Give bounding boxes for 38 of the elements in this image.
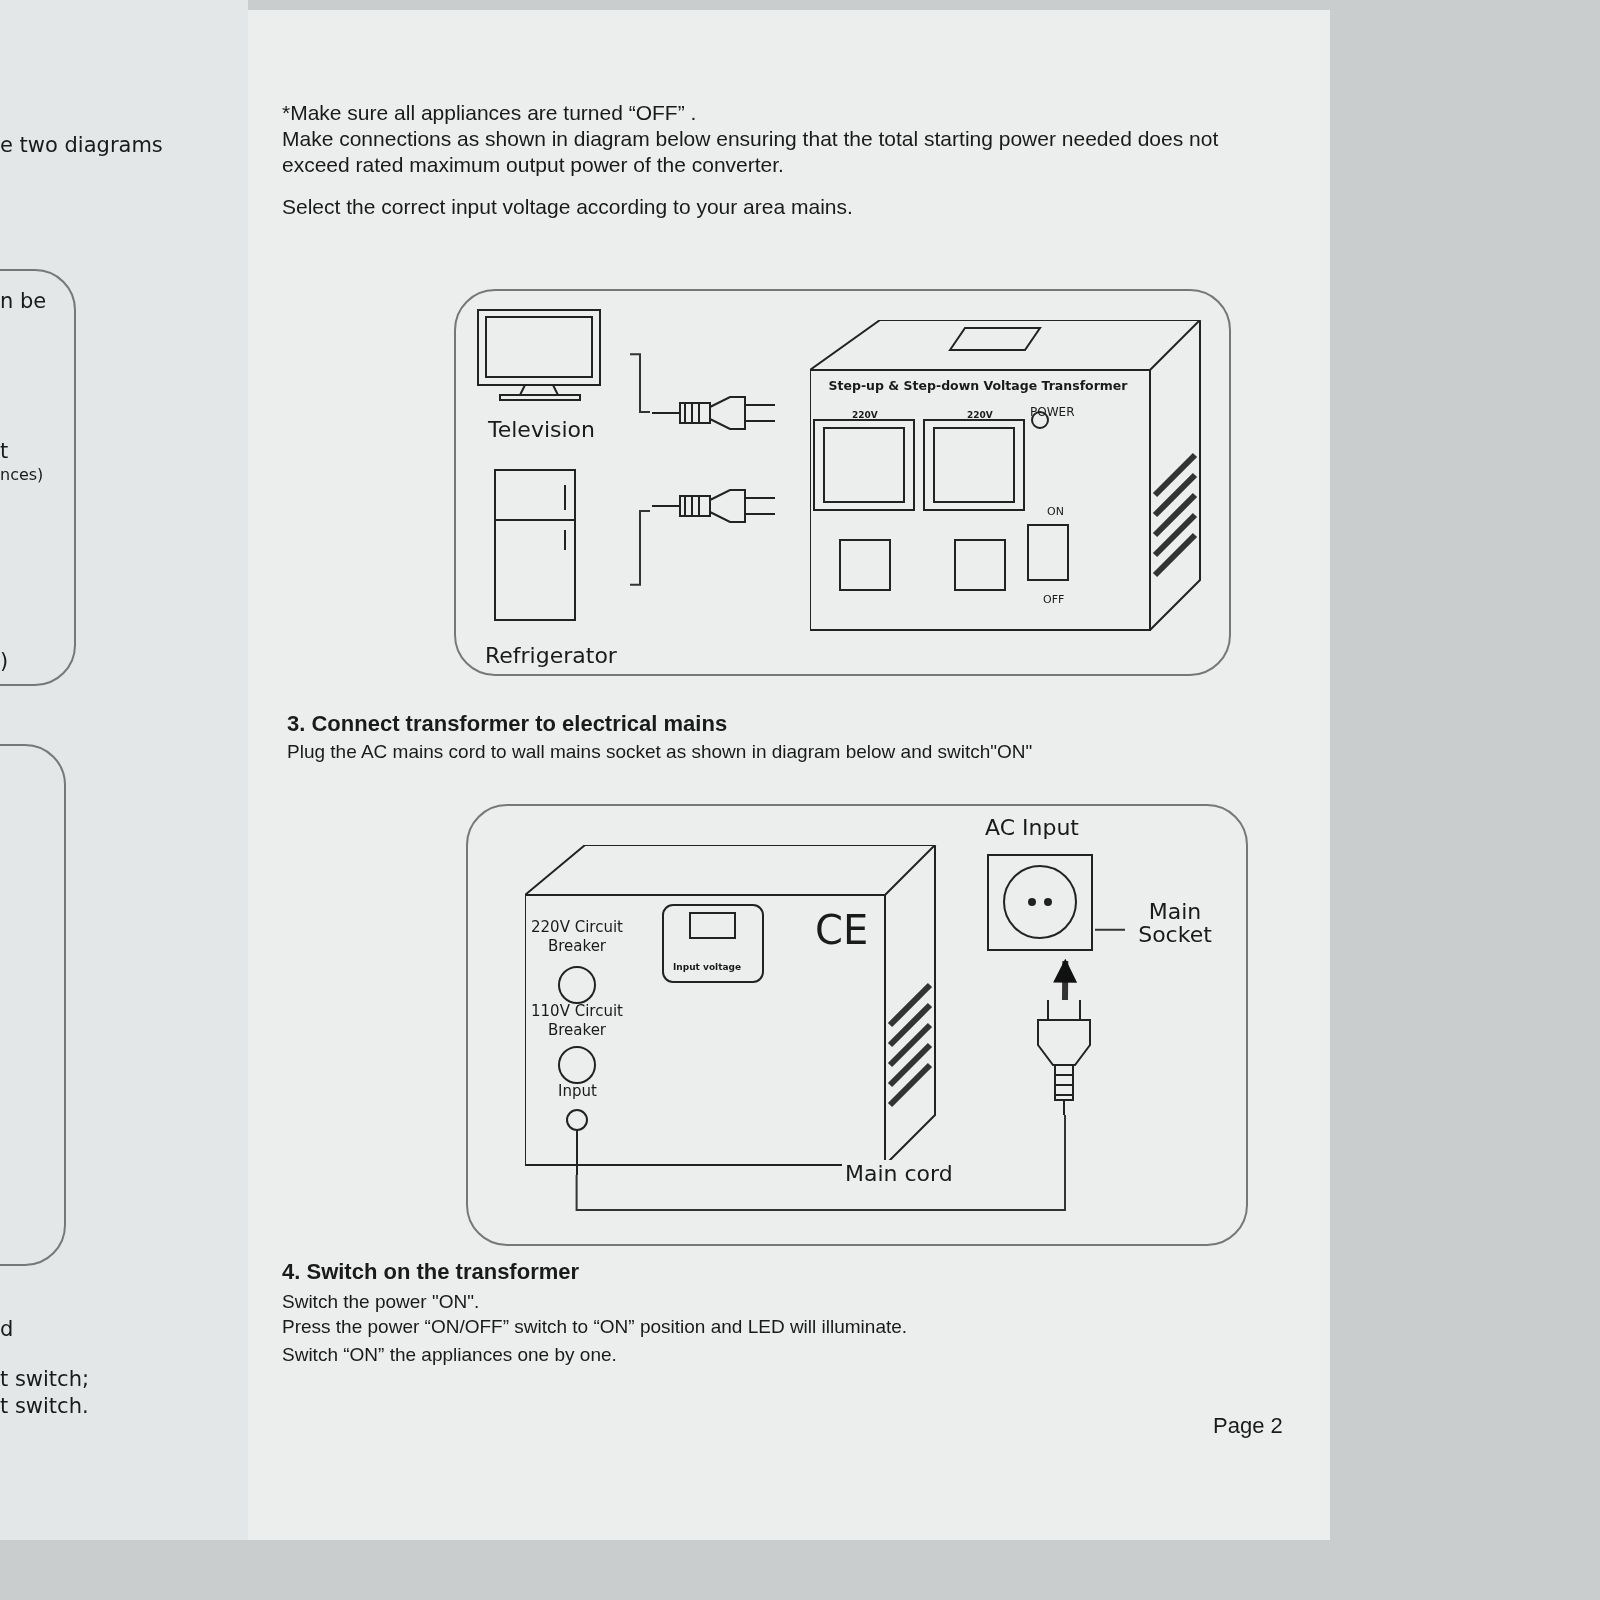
instruction-text: Switch the power "ON". — [282, 1290, 480, 1314]
switch-label: ON — [1047, 505, 1064, 519]
device-title: Step-up & Step-down Voltage Transformer — [827, 378, 1129, 393]
certification-mark: CE — [815, 906, 869, 955]
instruction-text: Select the correct input voltage according to your area mains. — [282, 194, 853, 220]
instruction-text: *Make sure all appliances are turned “OFF” . — [282, 100, 697, 126]
paragraph-fragment: n be — [0, 288, 47, 315]
section-heading: 4. Switch on the transformer — [282, 1258, 580, 1286]
power-cord — [629, 510, 651, 586]
instruction-text: Plug the AC mains cord to wall mains socket as shown in diagram below and switch"ON" — [287, 740, 1034, 764]
voltage-label: 220V — [852, 410, 878, 422]
socket-label: Main Socket — [1137, 900, 1213, 947]
section-heading: 3. Connect transformer to electrical mains — [287, 710, 728, 738]
socket-label: AC Input — [985, 815, 1079, 840]
appliance-label: Refrigerator — [485, 643, 617, 668]
paragraph-fragment: t switch; — [0, 1366, 90, 1393]
paragraph-fragment: nces) — [0, 465, 44, 485]
paragraph-fragment: e two diagrams — [0, 132, 163, 159]
breaker-label: 110V Circuit Breaker — [530, 1002, 624, 1040]
paragraph-fragment: t — [0, 438, 9, 465]
power-cord — [629, 353, 651, 413]
appliance-label: Television — [488, 417, 595, 442]
paragraph-fragment: ) — [0, 648, 9, 675]
page-number: Page 2 — [1213, 1412, 1283, 1440]
voltage-label: 220V — [967, 410, 993, 422]
breaker-label: 220V Circuit Breaker — [530, 918, 624, 956]
arrow — [1053, 958, 1078, 1001]
switch-label: OFF — [1043, 593, 1065, 607]
instruction-text: Press the power “ON/OFF” switch to “ON” position and LED will illuminate. — [282, 1315, 908, 1339]
panel-label: Input voltage — [673, 962, 742, 974]
port-label: Input — [558, 1082, 597, 1101]
paragraph-fragment: d — [0, 1316, 14, 1343]
indicator-label: POWER — [1030, 405, 1075, 420]
leader-line — [1094, 928, 1126, 931]
instruction-text: Make connections as shown in diagram below ensuring that the total starting power needed does not exceed rated maximum output power of the converter. — [282, 126, 1220, 179]
instruction-text: Switch “ON” the appliances one by one. — [282, 1343, 617, 1367]
paragraph-fragment: t switch. — [0, 1393, 89, 1420]
power-cord — [575, 1114, 1066, 1211]
